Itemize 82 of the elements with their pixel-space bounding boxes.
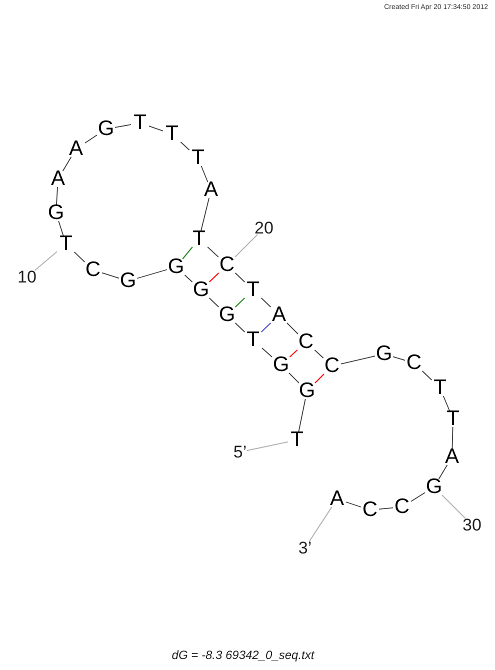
backbone-line — [452, 426, 454, 450]
backbone-line — [340, 356, 376, 364]
caption-text: dG = -8.3 69342_0_seq.txt — [172, 649, 314, 662]
nucleotide-letter: G — [375, 346, 393, 362]
backbone-line — [136, 269, 168, 279]
leader-line — [34, 251, 58, 271]
nucleotide-letter: G — [119, 273, 137, 289]
backbone-line — [234, 272, 246, 282]
backbone-line — [200, 198, 210, 232]
base-pair-line — [314, 374, 324, 384]
backbone-line — [207, 246, 219, 258]
backbone-line — [184, 274, 193, 282]
base-pair-line — [260, 322, 272, 332]
nucleotide-letter: C — [393, 499, 411, 515]
leader-line — [442, 494, 466, 519]
backbone-line — [438, 464, 448, 480]
base-pair-line — [208, 272, 220, 282]
base-pair-line — [182, 246, 193, 260]
nucleotide-letter: G — [218, 307, 236, 323]
nucleotide-letter: T — [444, 411, 462, 427]
nucleotide-letter: A — [443, 449, 461, 465]
nucleotide-letter: T — [131, 115, 149, 131]
backbone-line — [298, 398, 306, 432]
backbone-line — [84, 134, 98, 144]
nucleotide-letter: T — [189, 150, 207, 166]
leader-line — [308, 506, 332, 542]
backbone-line — [422, 370, 432, 380]
sequence-position-label: 20 — [254, 222, 274, 234]
backbone-line — [378, 507, 394, 510]
sequence-position-label: 3’ — [298, 542, 312, 554]
backbone-line — [180, 142, 190, 150]
nucleotide-letter: A — [49, 171, 67, 187]
nucleotide-letter: C — [84, 262, 102, 278]
base-pair-line — [234, 298, 246, 308]
nucleotide-letter: G — [167, 259, 185, 275]
nucleotide-letter: T — [244, 332, 262, 348]
nucleotide-letter: T — [244, 282, 262, 298]
backbone-line — [260, 298, 272, 308]
backbone-line — [234, 322, 246, 332]
nucleotide-letter: T — [288, 432, 306, 448]
sequence-position-label: 10 — [18, 270, 36, 284]
nucleotide-letter: G — [97, 121, 115, 137]
backbone-line — [286, 322, 298, 334]
backbone-line — [314, 350, 324, 358]
nucleotide-letter: G — [272, 357, 290, 373]
nucleotide-letter: C — [405, 355, 423, 371]
nucleotide-letter: T — [163, 126, 181, 142]
nucleotide-letter: A — [270, 307, 288, 323]
nucleotide-letter: C — [218, 257, 236, 273]
sequence-position-label: 5’ — [233, 446, 247, 458]
backbone-line — [410, 492, 426, 502]
nucleotide-letter: C — [323, 358, 341, 374]
backbone-line — [114, 124, 132, 128]
backbone-line — [392, 356, 406, 361]
nucleotide-letter: A — [328, 491, 346, 507]
backbone-line — [58, 220, 64, 236]
nucleotide-letter: A — [202, 182, 220, 198]
nucleotide-letter: T — [57, 236, 75, 252]
nucleotide-letter: C — [361, 502, 379, 518]
nucleotide-letter: T — [190, 231, 208, 247]
base-pair-line — [289, 350, 298, 358]
backbone-line — [262, 348, 272, 358]
nucleotide-letter: G — [425, 479, 443, 495]
backbone-line — [442, 396, 450, 412]
backbone-line — [62, 156, 72, 172]
backbone-line — [288, 372, 300, 384]
nucleotide-letter: C — [297, 334, 315, 350]
backbone-line — [346, 502, 362, 508]
leader-line — [246, 441, 288, 452]
nucleotide-letter: G — [192, 282, 210, 298]
backbone-line — [56, 186, 58, 206]
nucleotide-letter: G — [47, 205, 65, 221]
backbone-line — [148, 126, 164, 132]
backbone-line — [74, 252, 86, 262]
backbone-line — [208, 298, 220, 308]
leader-line — [234, 234, 258, 258]
sequence-position-label: 30 — [462, 518, 482, 532]
nucleotide-letter: A — [67, 141, 85, 157]
backbone-line — [102, 272, 120, 279]
backbone-line — [200, 166, 208, 182]
nucleotide-letter: G — [298, 383, 316, 399]
nucleotide-letter: T — [431, 380, 449, 396]
